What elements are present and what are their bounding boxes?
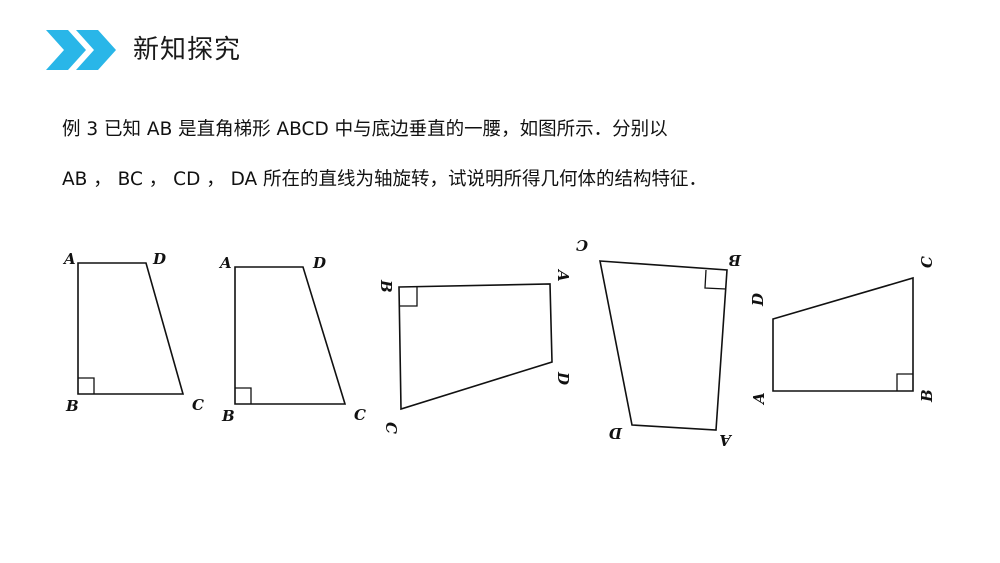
figure-5-label-b: B <box>918 389 936 403</box>
figure-4-label-b: B <box>728 251 742 269</box>
figure-2-label-b: B <box>221 407 235 425</box>
double-chevron-right-icon <box>46 30 116 70</box>
figure-1-right-angle-mark <box>78 377 95 394</box>
figure-1-label-a: A <box>62 250 76 268</box>
figure-5-label-a: A <box>750 392 768 406</box>
figure-4: C B D A <box>576 236 742 449</box>
figure-2-trapezoid <box>234 266 347 405</box>
figure-2-right-angle-mark <box>235 387 252 404</box>
figure-3-trapezoid <box>398 283 553 411</box>
figure-3-label-a: A <box>554 268 572 282</box>
section-title: 新知探究 <box>133 35 242 65</box>
figure-5: D A C B <box>749 256 936 406</box>
figure-5-right-angle-mark <box>896 373 913 391</box>
figure-4-trapezoid <box>599 260 728 431</box>
figure-4-label-d: D <box>609 424 623 442</box>
figure-1-label-c: C <box>192 396 204 414</box>
figure-2-label-a: A <box>218 254 232 272</box>
figure-2: A D B C <box>218 254 366 425</box>
figure-1-label-b: B <box>65 397 79 415</box>
figure-5-label-c: C <box>918 256 936 268</box>
figure-1-label-d: D <box>152 250 166 268</box>
figure-5-label-d: D <box>749 293 767 307</box>
figure-1-trapezoid <box>77 262 185 395</box>
figure-3-right-angle-mark <box>399 287 418 307</box>
figure-4-label-a: A <box>719 431 733 449</box>
figure-3-label-c: C <box>382 422 400 434</box>
figure-3-label-d: D <box>554 371 572 385</box>
problem-text-line-1: 例 3 已知 AB 是直角梯形 ABCD 中与底边垂直的一腰，如图所示．分别以 <box>62 119 668 140</box>
figure-3-label-b: B <box>377 279 395 293</box>
figure-4-label-c: C <box>576 236 588 254</box>
figure-3: B A D C <box>377 268 572 434</box>
problem-text-line-2: AB ， BC ， CD ， DA 所在的直线为轴旋转，试说明所得几何体的结构特… <box>62 169 708 190</box>
figure-2-label-c: C <box>354 406 366 424</box>
figure-4-right-angle-mark <box>704 269 727 290</box>
figure-1: A D B C <box>62 250 204 415</box>
figure-5-trapezoid <box>772 276 914 392</box>
figure-2-label-d: D <box>312 254 326 272</box>
